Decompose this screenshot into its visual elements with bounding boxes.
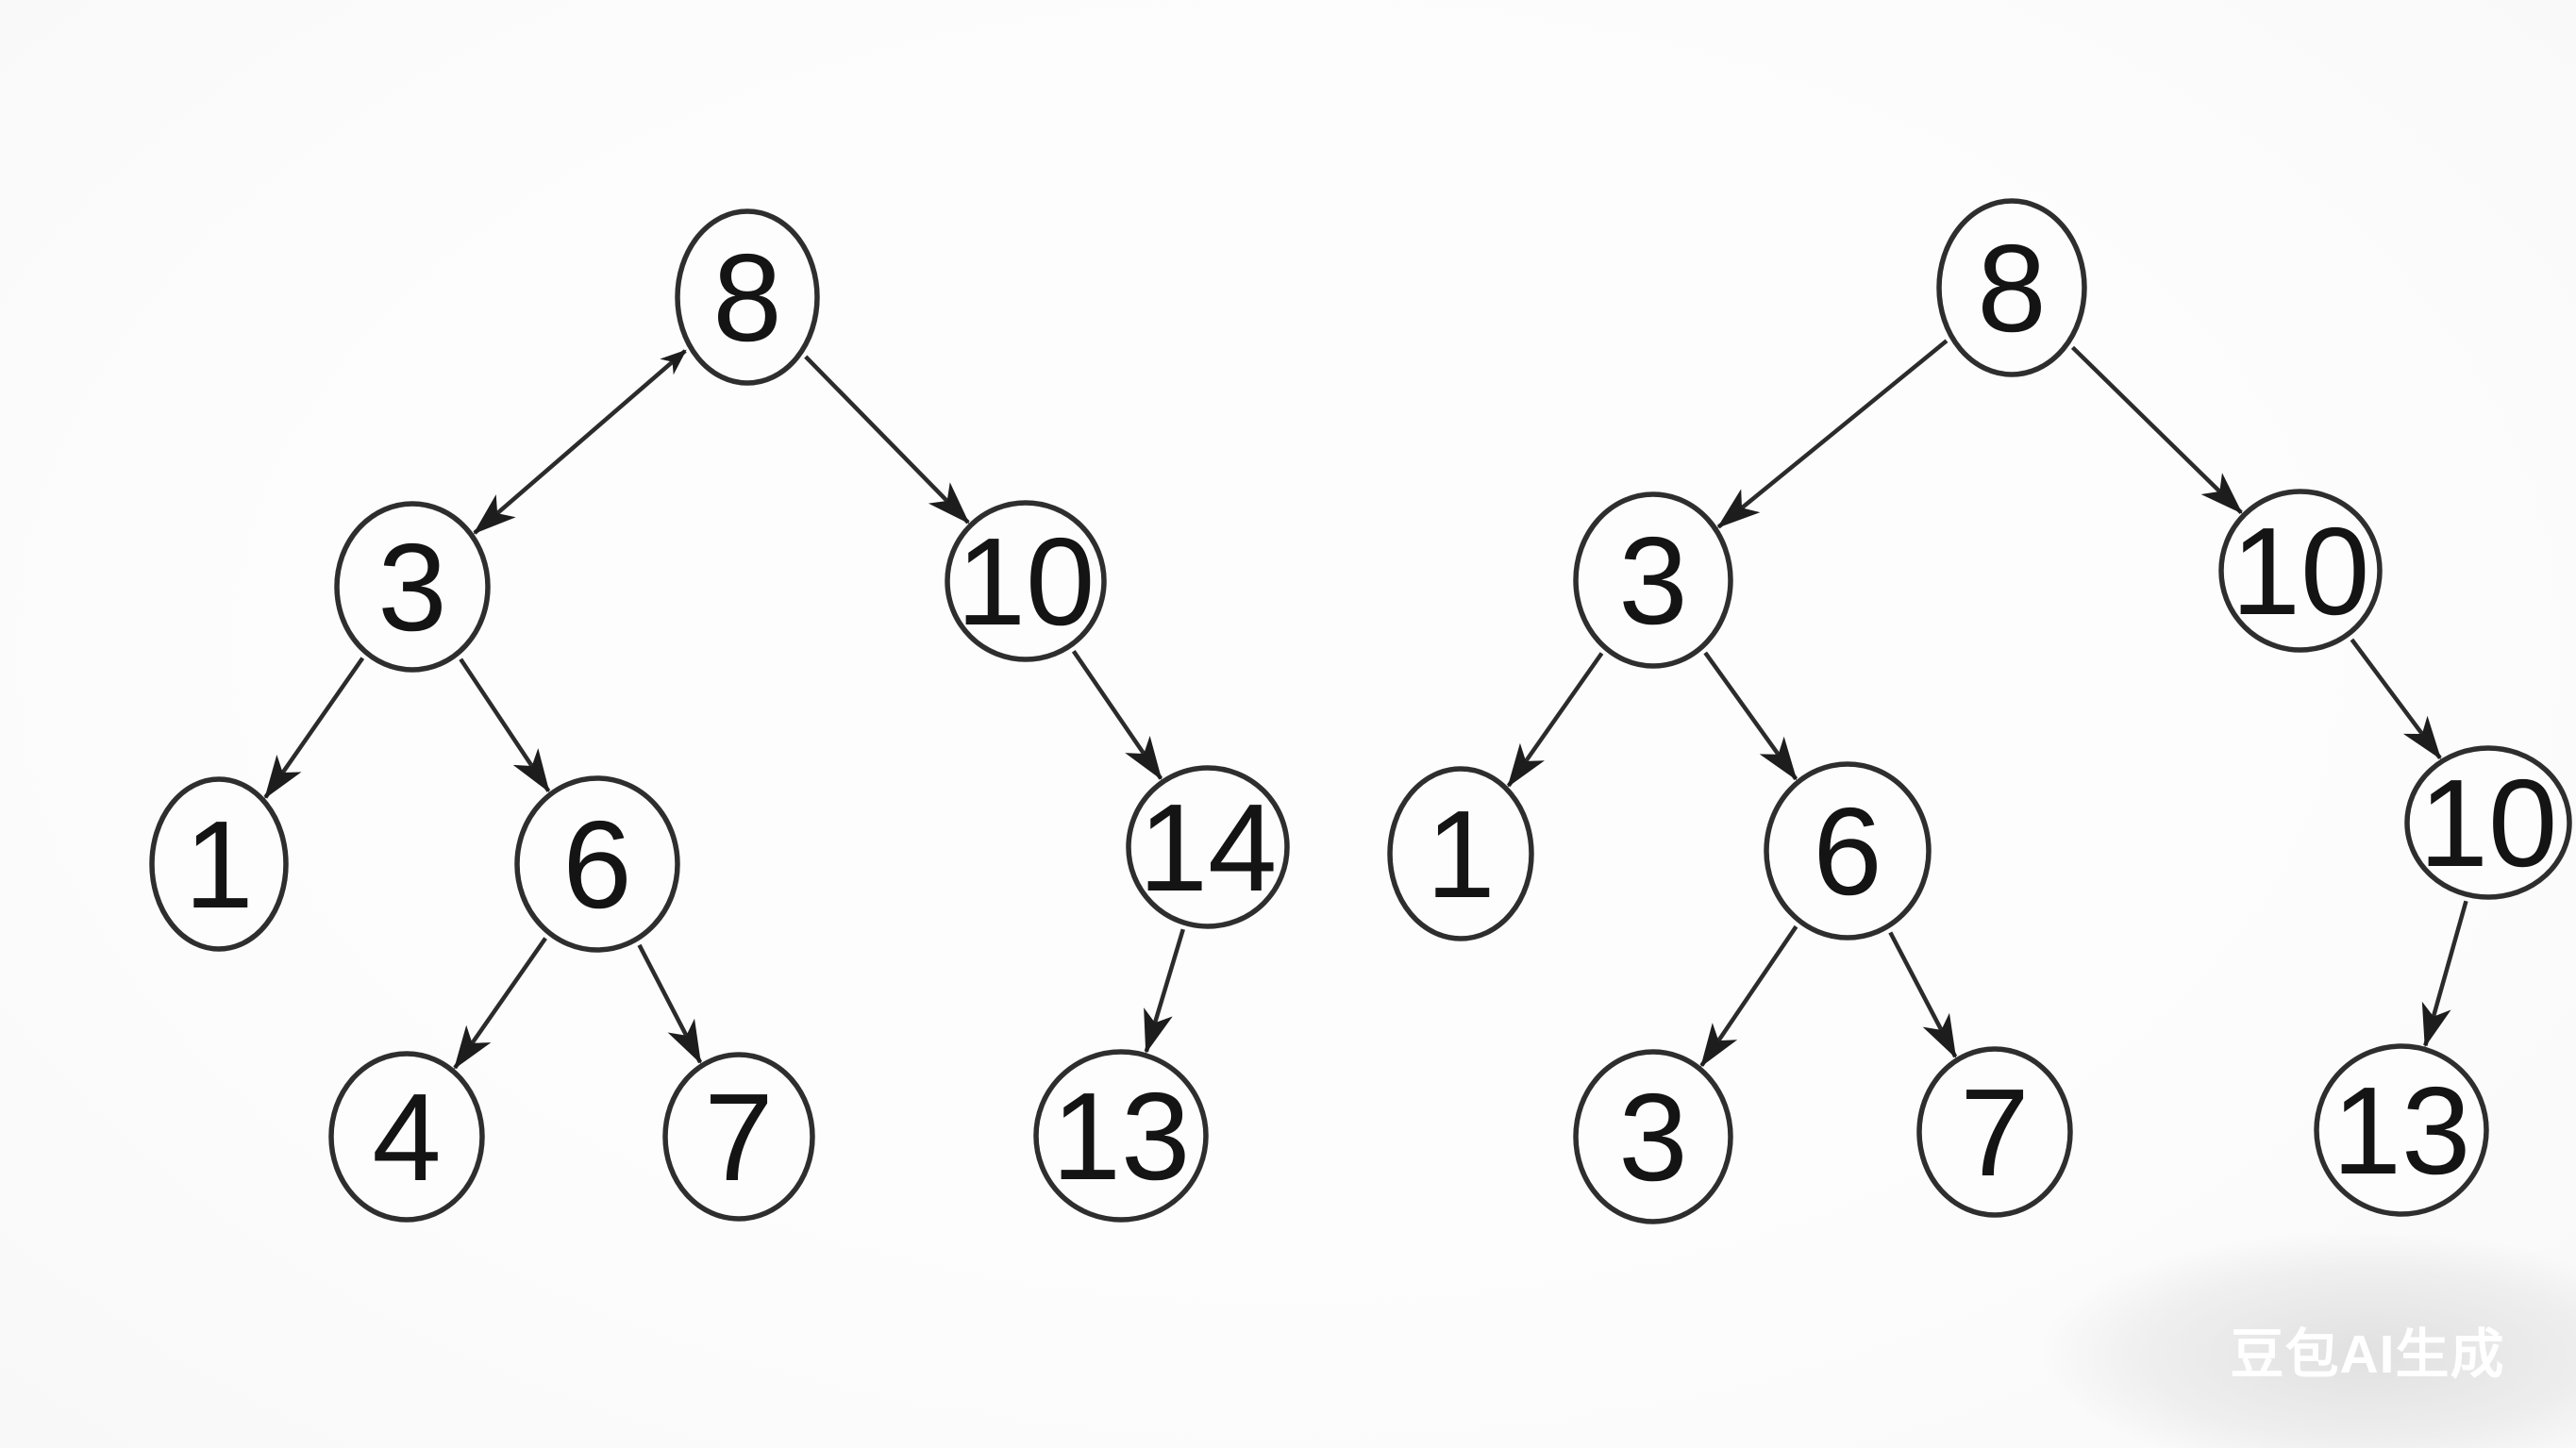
tree-node-3: 3: [334, 501, 491, 673]
tree-node-1: 1: [1387, 766, 1534, 941]
node-circle: [1573, 491, 1733, 669]
edge-10-to-14: [1071, 650, 1163, 781]
node-circle: [328, 1051, 485, 1223]
edge-3-to-1: [1506, 652, 1604, 788]
node-circle: [1764, 761, 1932, 940]
node-circle: [2218, 489, 2383, 653]
tree-node-6: 6: [514, 775, 680, 953]
right-tree: 8 3 10 1 6 10 3 7 13: [1387, 198, 2572, 1224]
edge-8-to-10: [804, 355, 970, 524]
node-value: 8: [712, 228, 781, 367]
tree-node-13: 13: [1033, 1049, 1209, 1223]
tree-node-10: 10: [2218, 489, 2383, 653]
node-value: 3: [1618, 1068, 1687, 1207]
node-value: 7: [704, 1068, 773, 1207]
node-circle: [149, 776, 289, 952]
tree-node-7: 7: [662, 1052, 815, 1222]
edge-6-to-7: [1888, 931, 1958, 1058]
node-value: 3: [1618, 511, 1687, 650]
node-value: 3: [377, 518, 446, 657]
tree-node-14: 14: [1126, 765, 1290, 929]
tree-node-10: 10: [945, 500, 1107, 662]
tree-node-10: 10: [2404, 745, 2572, 900]
edge-6-to-4: [453, 937, 547, 1070]
node-value: 13: [1052, 1067, 1191, 1206]
tree-node-6: 6: [1764, 761, 1932, 940]
watermark: 豆包AI生成: [2230, 1324, 2505, 1385]
tree-node-3: 3: [1573, 1049, 1733, 1224]
node-value: 10: [957, 512, 1096, 651]
edge-8-to-10: [2070, 345, 2243, 515]
node-circle: [334, 501, 491, 673]
node-circle: [1916, 1046, 2073, 1218]
edge-6-to-3: [1699, 924, 1798, 1068]
node-value: 6: [562, 795, 631, 934]
node-value: 10: [2419, 754, 2558, 892]
edge-8-to-3: [1716, 339, 1949, 529]
node-circle: [1126, 765, 1290, 929]
edge-6-to-7: [637, 943, 703, 1064]
edge-8-to-3: [473, 349, 687, 535]
tree-node-1: 1: [149, 776, 289, 952]
node-circle: [2404, 745, 2572, 900]
node-value: 8: [1977, 219, 2046, 358]
node-circle: [2314, 1043, 2489, 1217]
node-value: 4: [372, 1068, 441, 1207]
edge-10-to-13: [2421, 900, 2468, 1048]
edge-3-to-6: [1703, 651, 1798, 781]
node-circle: [945, 500, 1107, 662]
node-circle: [1033, 1049, 1209, 1223]
edge-3-to-6: [459, 657, 551, 793]
node-value: 1: [184, 795, 253, 934]
node-circle: [1573, 1049, 1733, 1224]
node-circle: [675, 208, 820, 386]
left-tree: 8 3 10 1 6 14 4 7 13: [149, 208, 1290, 1223]
tree-node-8: 8: [1936, 198, 2087, 377]
tree-node-8: 8: [675, 208, 820, 386]
tree-node-3: 3: [1573, 491, 1733, 669]
node-value: 7: [1960, 1063, 2029, 1202]
trees-root: 8 3 10 1 6 14 4 7 13 8 3 10 1 6 10 3 7 13: [149, 198, 2572, 1224]
node-circle: [1936, 198, 2087, 377]
node-value: 6: [1813, 782, 1882, 921]
node-value: 13: [2333, 1061, 2471, 1200]
node-circle: [514, 775, 680, 953]
node-value: 1: [1426, 785, 1495, 924]
node-circle: [1387, 766, 1534, 941]
edge-3-to-1: [263, 657, 365, 799]
edge-14-to-13: [1144, 928, 1185, 1054]
node-value: 14: [1139, 778, 1278, 917]
tree-node-13: 13: [2314, 1043, 2489, 1217]
node-value: 10: [2232, 502, 2370, 641]
tree-node-4: 4: [328, 1051, 485, 1223]
edge-10-to-10: [2350, 638, 2442, 760]
node-circle: [662, 1052, 815, 1222]
tree-node-7: 7: [1916, 1046, 2073, 1218]
